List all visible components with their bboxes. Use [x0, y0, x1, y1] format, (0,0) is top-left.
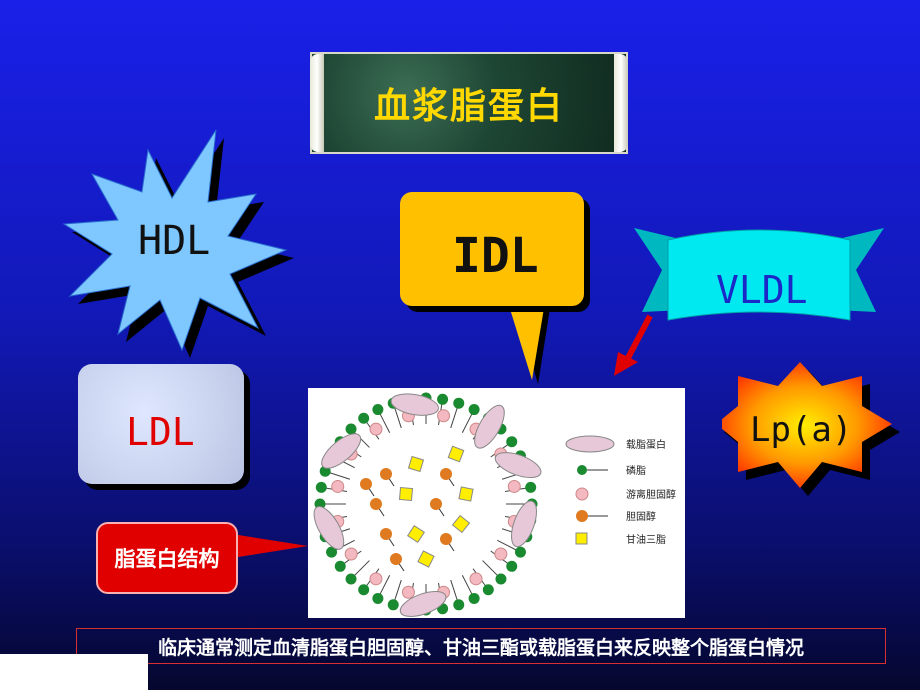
vldl-label: VLDL	[716, 268, 808, 312]
structure-callout: 脂蛋白结构	[96, 522, 238, 594]
triglyceride	[447, 445, 465, 463]
free-cholesterol	[369, 422, 383, 436]
phospholipid-head	[453, 599, 465, 611]
red-arrow-icon	[614, 314, 653, 376]
phospholipid-head	[525, 481, 537, 493]
phospholipid-head	[334, 560, 346, 572]
triglyceride	[458, 486, 474, 502]
hdl-starburst	[62, 129, 294, 358]
legend-free-cholesterol: 游离胆固醇	[626, 488, 676, 501]
cholesterol-ester	[390, 553, 402, 565]
phospholipid-head	[482, 584, 494, 596]
phospholipid-head	[372, 404, 384, 416]
phospholipid-head	[345, 573, 357, 585]
phospholipid-head	[315, 481, 327, 493]
phospholipid-head	[506, 560, 518, 572]
lipoprotein-structure-diagram: 载脂蛋白 磷脂 游离胆固醇 胆固醇 甘油三脂	[308, 388, 685, 618]
idl-pointer	[506, 296, 552, 384]
lpa-label: Lp(a)	[750, 410, 853, 450]
free-cholesterol	[469, 572, 483, 586]
free-cholesterol	[331, 479, 345, 493]
phospholipid-head	[468, 404, 480, 416]
free-cholesterol	[369, 572, 383, 586]
lpa-star	[722, 362, 900, 496]
ldl-label: LDL	[126, 410, 195, 454]
free-cholesterol	[494, 547, 508, 561]
apolipoprotein	[390, 393, 439, 416]
cholesterol-ester	[440, 468, 452, 480]
callout-pointer	[232, 534, 308, 558]
caption-text: 临床通常测定血清脂蛋白胆固醇、甘油三酯或载脂蛋白来反映整个脂蛋白情况	[157, 636, 804, 659]
hdl-label: HDL	[138, 218, 211, 264]
free-cholesterol	[344, 547, 358, 561]
apolipoprotein	[313, 506, 345, 550]
phospholipid-head	[453, 397, 465, 409]
triglyceride	[407, 455, 425, 473]
phospholipid-head	[468, 592, 480, 604]
apolipoprotein	[474, 404, 505, 449]
triglyceride	[407, 525, 425, 543]
phospholipid-head	[387, 599, 399, 611]
triglyceride	[451, 514, 471, 534]
cholesterol-ester	[370, 498, 382, 510]
phospholipid-head	[514, 546, 526, 558]
free-cholesterol	[401, 585, 415, 599]
legend-phospholipid: 磷脂	[626, 464, 646, 477]
triglyceride	[398, 486, 414, 502]
triglyceride	[417, 550, 435, 568]
cholesterol-ester	[430, 498, 442, 510]
bottom-caption: 临床通常测定血清脂蛋白胆固醇、甘油三酯或载脂蛋白来反映整个脂蛋白情况	[76, 628, 886, 664]
phospholipid-head	[358, 412, 370, 424]
page-title: 血浆脂蛋白	[373, 85, 564, 127]
apolipoprotein	[321, 433, 362, 469]
phospholipid-head	[437, 393, 449, 405]
phospholipid-head	[506, 436, 518, 448]
phospholipid-head	[358, 584, 370, 596]
legend-apolipoprotein: 载脂蛋白	[626, 438, 666, 451]
white-corner-block	[0, 654, 148, 690]
idl-label: IDL	[452, 228, 539, 284]
idl-box	[400, 192, 584, 306]
vldl-ribbon	[634, 228, 884, 321]
cholesterol-ester	[380, 468, 392, 480]
apolipoprotein	[494, 452, 542, 479]
title-scroll: 血浆脂蛋白	[310, 52, 628, 154]
legend-triglyceride: 甘油三脂	[626, 533, 666, 546]
free-cholesterol	[437, 409, 451, 423]
legend: 载脂蛋白 磷脂 游离胆固醇 胆固醇 甘油三脂	[565, 435, 676, 546]
cholesterol-ester	[440, 533, 452, 545]
apolipoprotein	[511, 500, 537, 548]
phospholipid-head	[326, 546, 338, 558]
phospholipid-head	[372, 592, 384, 604]
callout-label: 脂蛋白结构	[114, 547, 220, 571]
phospholipid-head	[345, 423, 357, 435]
phospholipid-head	[495, 573, 507, 585]
cholesterol-ester	[380, 528, 392, 540]
ldl-box	[78, 364, 244, 484]
free-cholesterol	[507, 479, 521, 493]
legend-cholesterol: 胆固醇	[626, 510, 656, 523]
cholesterol-ester	[360, 478, 372, 490]
lipoprotein-particle	[313, 392, 542, 617]
apolipoprotein	[399, 590, 447, 617]
